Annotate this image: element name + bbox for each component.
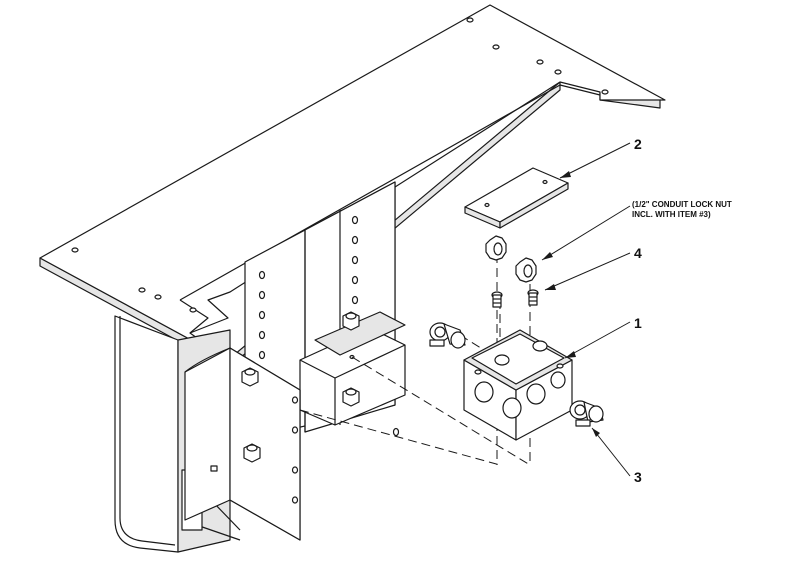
junction-box <box>463 329 573 441</box>
bolt <box>243 443 261 463</box>
callout-item-4: 4 <box>634 245 642 261</box>
leader-item-3 <box>591 427 631 477</box>
plate-holes <box>71 17 609 313</box>
front-clamp-plate <box>184 347 301 541</box>
note-line-1: (1/2" CONDUIT LOCK NUT <box>632 200 732 209</box>
bolt <box>342 387 360 407</box>
leader-item-4 <box>544 252 631 291</box>
callout-labels: 2 4 1 3 (1/2" CONDUIT LOCK NUT INCL. WIT… <box>632 136 732 485</box>
leader-arrowheads <box>542 171 600 437</box>
note-line-2: INCL. WITH ITEM #3) <box>632 210 711 219</box>
conduit-connector <box>429 322 466 349</box>
conduit-connector <box>569 400 604 427</box>
screw <box>491 291 503 308</box>
cross-channel <box>299 311 406 426</box>
leader-item-1 <box>564 321 631 359</box>
bracket-slots <box>258 215 400 437</box>
bracket-bolts <box>342 311 360 407</box>
screw <box>527 289 539 306</box>
callout-item-2: 2 <box>634 136 642 152</box>
leader-lines <box>541 142 631 477</box>
clamp-plate-holes <box>291 396 299 504</box>
lock-nut <box>485 235 507 261</box>
bolt <box>241 367 259 387</box>
bolt <box>342 311 360 331</box>
lock-nut <box>515 257 537 283</box>
callout-item-3: 3 <box>634 469 642 485</box>
leader-item-2 <box>559 142 631 179</box>
leader-note <box>541 205 631 261</box>
cover-plate <box>464 167 569 229</box>
callout-item-1: 1 <box>634 315 642 331</box>
